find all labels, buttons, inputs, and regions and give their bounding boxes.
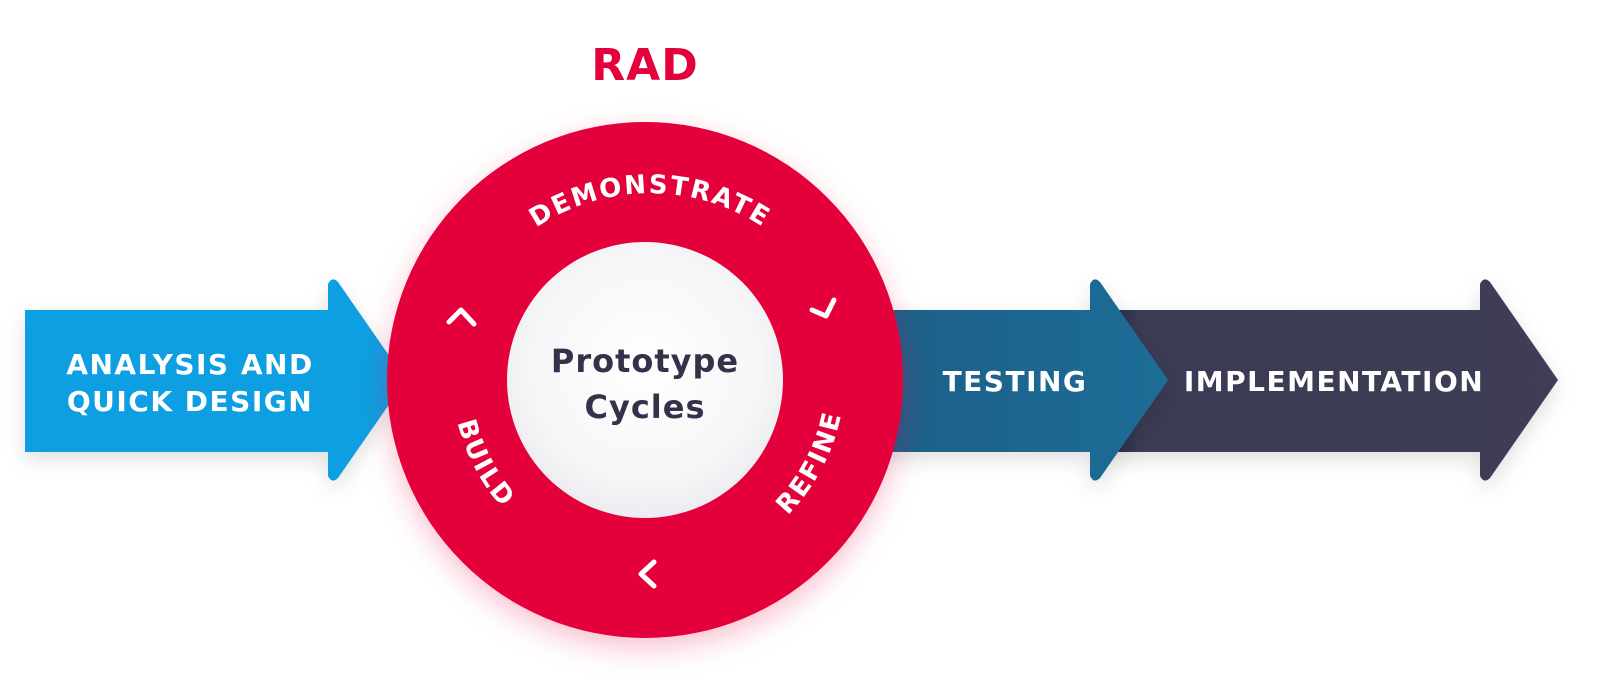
prototype-center-circle bbox=[507, 242, 783, 518]
cycle-chevron-right-icon bbox=[809, 297, 837, 319]
testing-arrow bbox=[880, 279, 1168, 481]
diagram-title: RAD bbox=[591, 40, 698, 91]
implementation-arrow bbox=[1110, 279, 1558, 481]
cycle-chevron-left-icon bbox=[446, 307, 477, 327]
analysis-label-line1: ANALYSIS AND bbox=[66, 348, 313, 381]
analysis-label-line2: QUICK DESIGN bbox=[67, 385, 313, 418]
implementation-label: IMPLEMENTATION bbox=[1184, 365, 1484, 398]
center-label-line2: Cycles bbox=[584, 388, 705, 426]
testing-label: TESTING bbox=[943, 365, 1088, 398]
center-label-line1: Prototype bbox=[551, 342, 739, 380]
cycle-chevron-bottom-icon bbox=[638, 559, 657, 589]
analysis-arrow bbox=[25, 279, 406, 481]
